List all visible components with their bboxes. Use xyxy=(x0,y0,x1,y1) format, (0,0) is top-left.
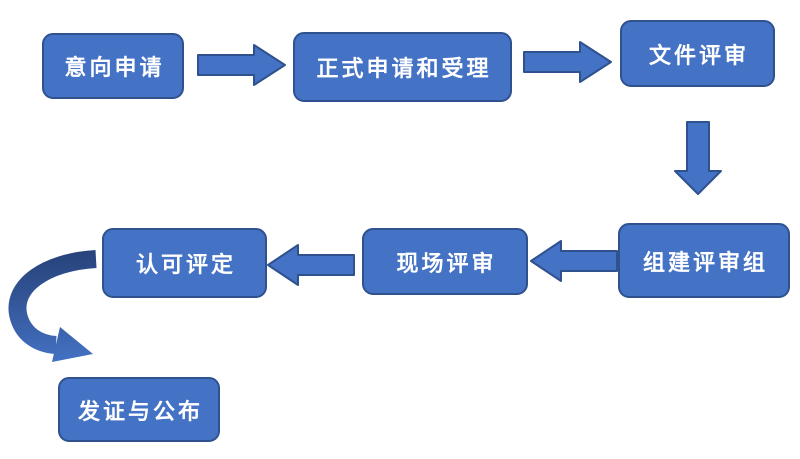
arrow-left-icon xyxy=(530,240,618,282)
flow-node-intent-application: 意向申请 xyxy=(42,33,184,99)
flow-node-form-review-team: 组建评审组 xyxy=(618,223,790,298)
flow-node-document-review: 文件评审 xyxy=(620,20,775,87)
flow-node-formal-application-and-acceptance: 正式申请和受理 xyxy=(293,32,512,102)
flow-node-accreditation-assessment: 认可评定 xyxy=(102,228,267,298)
curved-arrow-down-icon xyxy=(8,250,97,362)
arrow-right-icon xyxy=(197,44,286,86)
flow-node-onsite-review: 现场评审 xyxy=(362,228,528,295)
arrow-down-icon xyxy=(674,121,722,195)
arrow-right-icon xyxy=(523,41,612,83)
flow-node-certificate-issuance-and-publication: 发证与公布 xyxy=(58,377,220,442)
arrow-left-icon xyxy=(267,244,355,286)
